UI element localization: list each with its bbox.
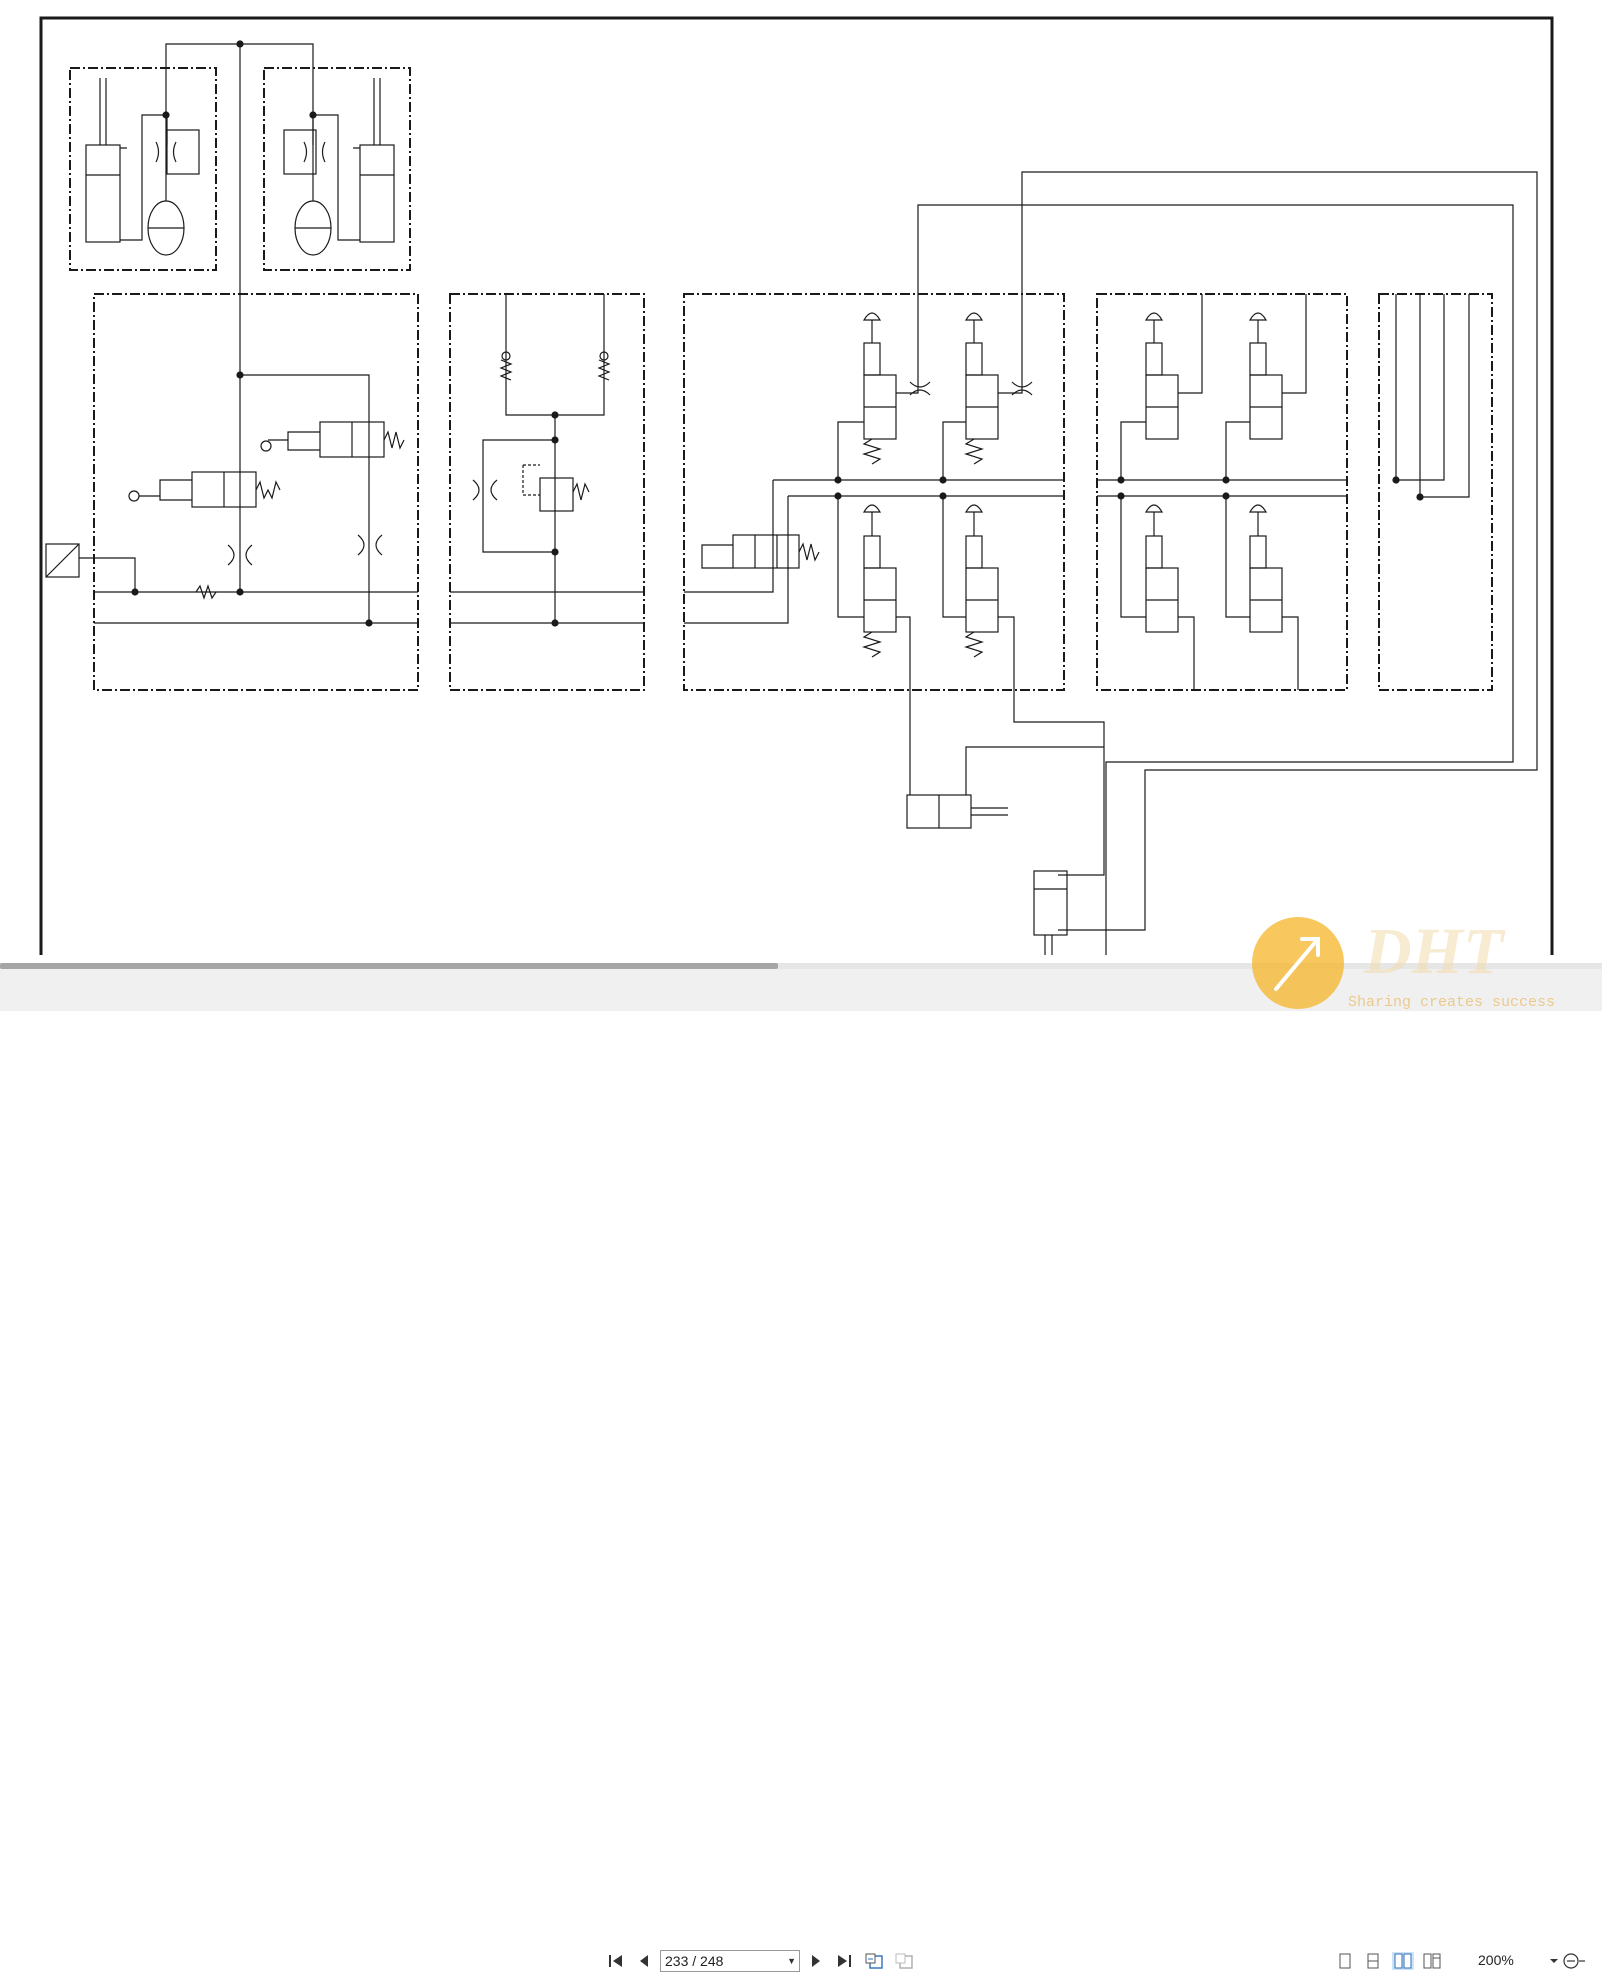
- valve-block-2: [449, 293, 645, 691]
- valve-block-5: [1378, 293, 1493, 691]
- horizontal-scrollbar[interactable]: [0, 963, 1602, 969]
- first-page-icon[interactable]: [606, 1952, 626, 1970]
- scrollbar-thumb[interactable]: [0, 963, 778, 969]
- output-cylinder-vertical: [1033, 870, 1068, 955]
- single-page-icon[interactable]: [1336, 1952, 1354, 1970]
- page-border: [39, 16, 1554, 955]
- page-number-input[interactable]: 233 / 248 ▼: [660, 1950, 800, 1972]
- prev-page-icon[interactable]: [634, 1952, 654, 1970]
- page-indicator-text: 233 / 248: [665, 1953, 724, 1969]
- book-icon[interactable]: [1422, 1952, 1442, 1970]
- valve-block-4: [1096, 293, 1348, 691]
- viewer-toolbar: 233 / 248 ▼ 200%: [0, 969, 1602, 1972]
- forward-view-icon[interactable]: [894, 1952, 916, 1970]
- hydraulic-schematic: [39, 16, 1554, 955]
- two-page-icon[interactable]: [1392, 1952, 1414, 1970]
- output-cylinder-horizontal: [906, 746, 1104, 829]
- zoom-out-icon[interactable]: [1562, 1952, 1586, 1970]
- continuous-icon[interactable]: [1364, 1952, 1382, 1970]
- valve-block-1: [45, 44, 419, 691]
- last-page-icon[interactable]: [834, 1952, 854, 1970]
- document-viewport[interactable]: [0, 0, 1602, 955]
- zoom-dropdown-icon[interactable]: [1548, 1952, 1560, 1970]
- back-view-icon[interactable]: [864, 1952, 886, 1970]
- page-dropdown-icon[interactable]: ▼: [787, 1956, 796, 1966]
- zoom-level[interactable]: 200%: [1478, 1952, 1514, 1968]
- valve-block-3: [683, 171, 1538, 955]
- cylinder-group-left: [69, 40, 314, 271]
- cylinder-group-right: [263, 67, 411, 271]
- next-page-icon[interactable]: [806, 1952, 826, 1970]
